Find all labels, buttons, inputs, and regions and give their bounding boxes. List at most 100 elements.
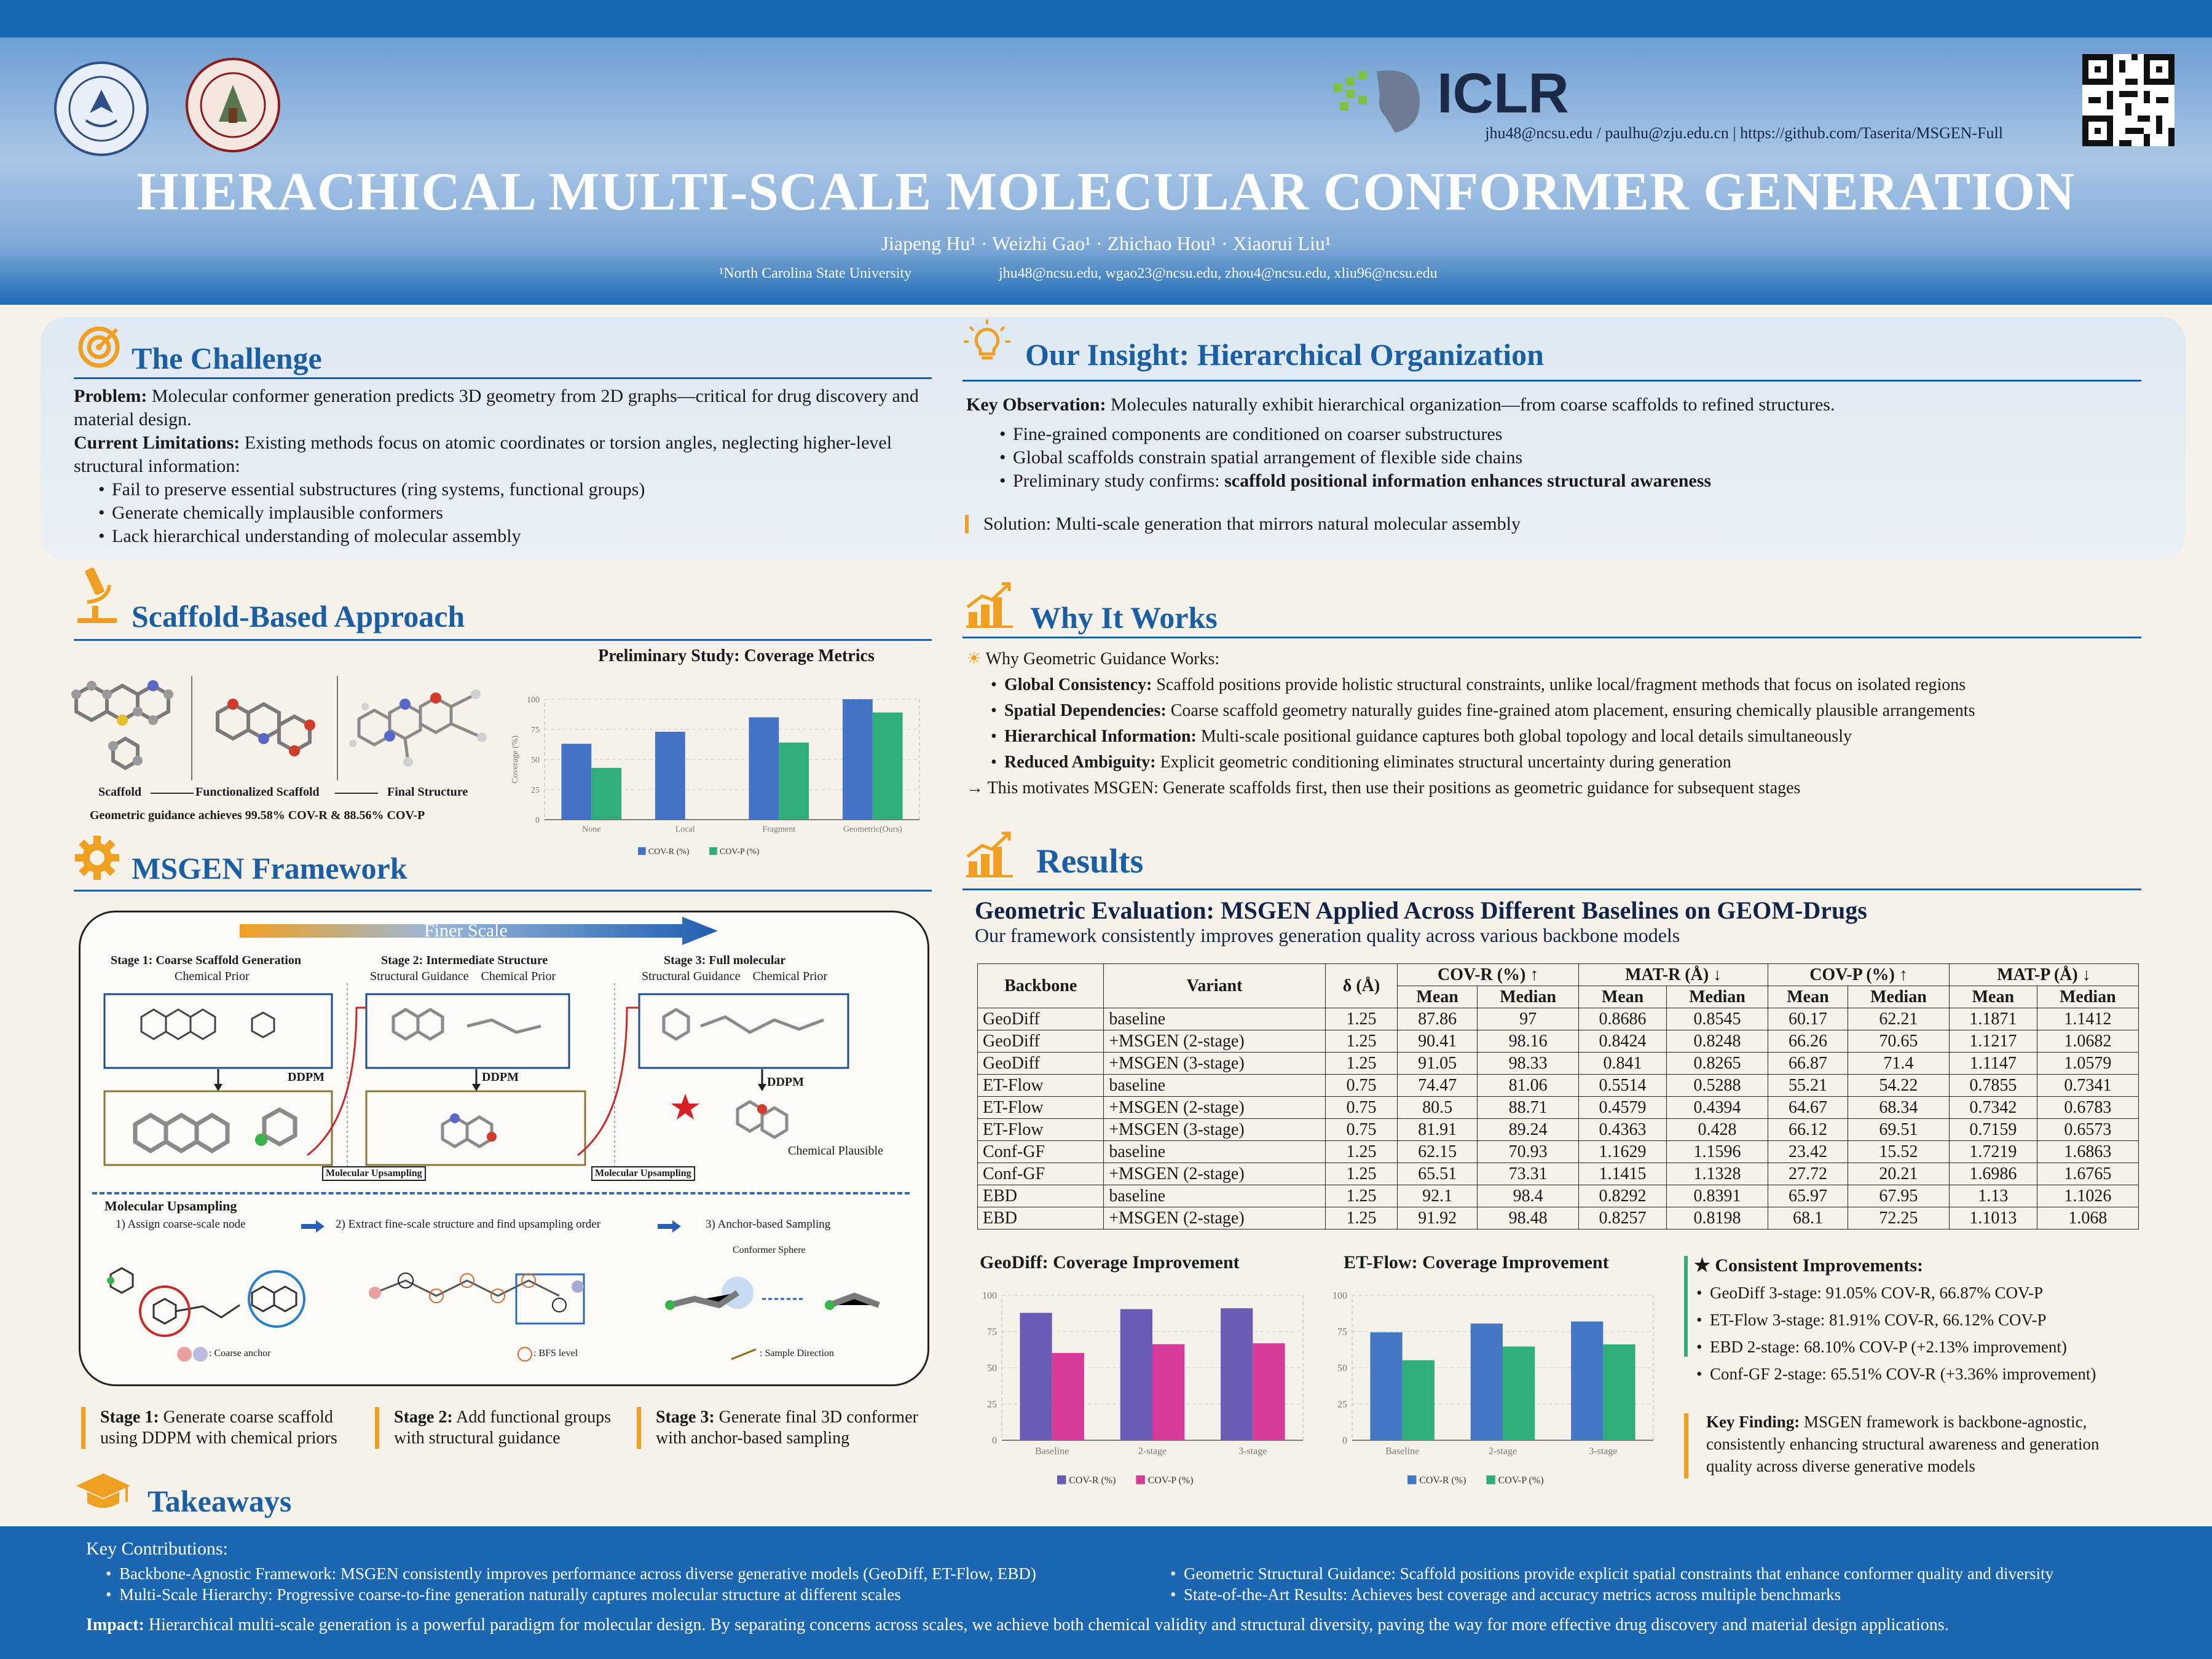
affiliation: ¹North Carolina State University	[719, 265, 912, 281]
table-cell: 70.93	[1476, 1140, 1580, 1163]
author-list: Jiapeng Hu¹ · Weizhi Gao¹ · Zhichao Hou¹…	[881, 232, 1331, 254]
prelim-chart-title: Preliminary Study: Coverage Metrics	[598, 646, 875, 665]
table-cell: 81.91	[1397, 1118, 1478, 1141]
table-cell: 87.86	[1397, 1008, 1478, 1030]
upsampling-step3: 3) Anchor-based Sampling	[706, 1218, 831, 1231]
table-cell: 0.8545	[1666, 1008, 1769, 1030]
table-cell: 65.51	[1397, 1163, 1478, 1185]
stage2-sub: Structural Guidance Chemical Prior	[370, 970, 556, 983]
upsampling-tag: Molecular Upsampling	[322, 1166, 426, 1181]
x-tick-label: 2-stage	[1138, 1446, 1167, 1456]
scaffold-rule	[74, 639, 932, 641]
challenge-body: Problem: Molecular conformer generation …	[74, 385, 922, 548]
poster-header: ICLR jhu48@ncsu.edu / paulhu@zju.edu.cn …	[0, 0, 2212, 305]
table-cell: +MSGEN (2-stage)	[1103, 1163, 1326, 1185]
stage1-prior: Chemical Prior	[175, 970, 250, 983]
ddpm-label: DDPM	[482, 1070, 519, 1084]
zju-logo	[54, 61, 149, 156]
etflow-chart-title: ET-Flow: Coverage Improvement	[1344, 1252, 1609, 1273]
bar-2-stage-1	[1152, 1344, 1185, 1440]
impact-text: Impact: Hierarchical multi-scale generat…	[86, 1615, 1949, 1634]
lightbulb-icon	[962, 318, 1012, 367]
limitation-item: Lack hierarchical understanding of molec…	[96, 525, 922, 548]
table-cell: 1.6986	[1948, 1163, 2037, 1185]
table-cell: +MSGEN (2-stage)	[1103, 1207, 1326, 1230]
framework-heading: MSGEN Framework	[132, 851, 407, 885]
y-tick-label: 100	[1332, 1291, 1347, 1301]
legend-swatch	[709, 847, 717, 855]
insight-item: Global scaffolds constrain spatial arran…	[997, 446, 2134, 469]
geodiff-chart-title: GeoDiff: Coverage Improvement	[980, 1252, 1240, 1273]
table-cell: 1.6765	[2036, 1163, 2139, 1185]
col-mean: Mean	[1768, 986, 1848, 1008]
upsampling-tag: Molecular Upsampling	[591, 1166, 695, 1181]
table-cell: 1.1629	[1578, 1140, 1667, 1163]
table-cell: 1.25	[1324, 1030, 1398, 1053]
results-table: Backbone Variant δ (Å) COV-R (%) ↑ MAT-R…	[977, 963, 2139, 1230]
table-cell: 0.7159	[1948, 1118, 2037, 1141]
legend-label: COV-R (%)	[1419, 1475, 1466, 1486]
table-cell: 1.1013	[1948, 1207, 2037, 1230]
scaffold-label: Scaffold	[98, 785, 141, 799]
table-cell: GeoDiff	[977, 1008, 1104, 1030]
gear-icon	[74, 834, 120, 881]
col-mean: Mean	[1397, 986, 1478, 1008]
table-cell: baseline	[1103, 1074, 1326, 1097]
stage3-title: Stage 3: Full molecular	[664, 954, 786, 967]
results-heading: Results	[1036, 842, 1144, 880]
improvements-list: GeoDiff 3-stage: 91.05% COV-R, 66.87% CO…	[1694, 1279, 2096, 1387]
key-finding-marker	[1684, 1413, 1688, 1478]
table-cell: +MSGEN (3-stage)	[1103, 1052, 1326, 1075]
why-intro: ☀ Why Geometric Guidance Works:	[966, 649, 1220, 669]
y-tick-label: 25	[987, 1400, 997, 1410]
contributions-right: Geometric Structural Guidance: Scaffold …	[1168, 1563, 2151, 1605]
table-cell: 88.71	[1476, 1096, 1580, 1119]
insight-heading: Our Insight: Hierarchical Organization	[1025, 337, 1544, 372]
table-cell: 98.48	[1476, 1207, 1580, 1230]
results-rule	[962, 888, 2141, 890]
improvement-item: GeoDiff 3-stage: 91.05% COV-R, 66.87% CO…	[1694, 1279, 2096, 1306]
table-cell: baseline	[1103, 1185, 1326, 1207]
y-tick-label: 50	[987, 1363, 997, 1374]
why-motivation: → This motivates MSGEN: Generate scaffol…	[966, 779, 1801, 798]
x-tick-label: Local	[675, 825, 695, 834]
x-tick-label: 2-stage	[1489, 1446, 1517, 1456]
challenge-heading: The Challenge	[132, 341, 322, 375]
table-cell: 62.21	[1847, 1008, 1950, 1030]
table-cell: 0.5288	[1666, 1074, 1769, 1097]
bar-2-stage-0	[1470, 1324, 1503, 1440]
stage3-summary: Stage 3: Generate final 3D conformer wit…	[637, 1407, 945, 1449]
table-cell: 1.25	[1324, 1185, 1398, 1207]
table-cell: 91.92	[1397, 1207, 1478, 1230]
scaffold-caption: Geometric guidance achieves 99.58% COV-R…	[90, 809, 425, 822]
final-structure-label: Final Structure	[387, 785, 468, 799]
x-tick-label: Baseline	[1035, 1446, 1069, 1456]
table-cell: 74.47	[1397, 1074, 1478, 1097]
table-cell: 0.75	[1324, 1074, 1398, 1097]
zju-logo-emblem	[68, 76, 135, 142]
table-cell: 68.34	[1847, 1096, 1950, 1119]
y-tick-label: 75	[987, 1327, 997, 1338]
chemical-plausible-label: Chemical Plausible	[788, 1144, 883, 1158]
qr-code[interactable]	[2082, 54, 2175, 146]
table-cell: 27.72	[1768, 1163, 1848, 1185]
why-item: Hierarchical Information: Multi-scale po…	[988, 724, 2159, 750]
legend-sample-direction: : Sample Direction	[760, 1348, 834, 1359]
table-cell: 68.1	[1768, 1207, 1848, 1230]
table-cell: 72.25	[1847, 1207, 1950, 1230]
bar-baseline-0	[1370, 1332, 1403, 1440]
improvement-item: Conf-GF 2-stage: 65.51% COV-R (+3.36% im…	[1694, 1360, 2096, 1387]
col-mean: Mean	[1948, 986, 2037, 1008]
upsampling-graphic	[107, 1220, 880, 1362]
col-mean: Mean	[1578, 986, 1667, 1008]
upsampling-step1: 1) Assign coarse-scale node	[116, 1218, 246, 1231]
table-cell: 0.6783	[2036, 1096, 2139, 1119]
why-item: Reduced Ambiguity: Explicit geometric co…	[988, 750, 2159, 775]
finer-scale-arrow	[240, 917, 718, 945]
key-finding: Key Finding: MSGEN framework is backbone…	[1706, 1413, 2100, 1475]
